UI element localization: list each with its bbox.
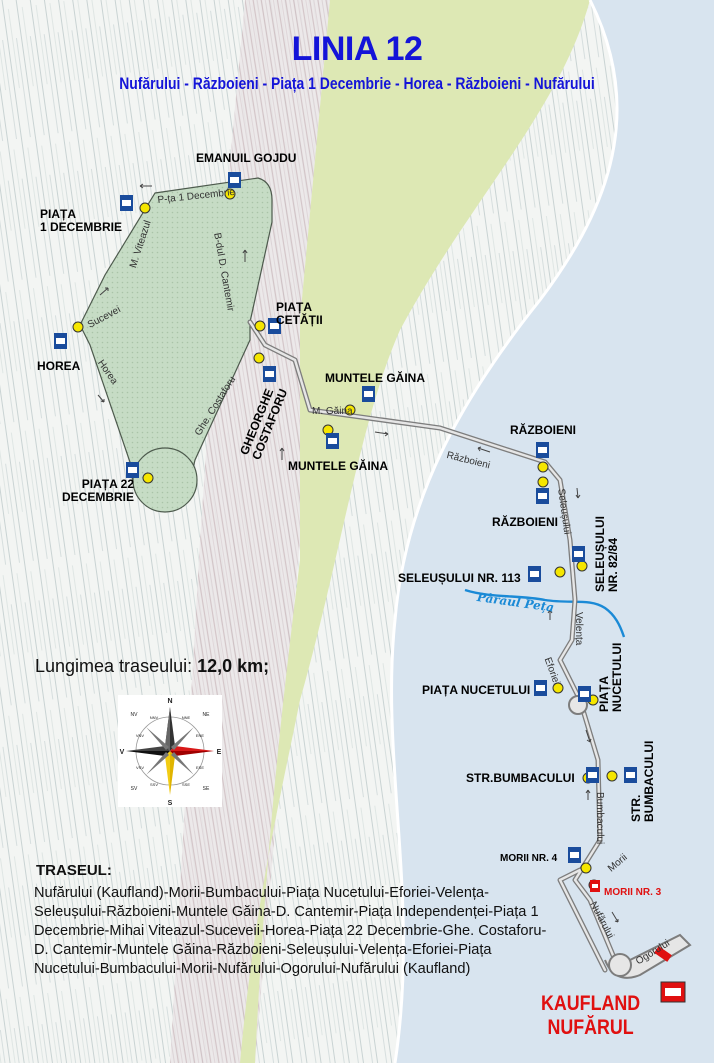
compass-rose: N S E V NV NE SV SE NNV NNE VNV ENE VSV … — [118, 695, 222, 807]
bus-stop-sign-icon — [228, 172, 241, 188]
stop-marker — [606, 770, 618, 782]
bus-stop-sign-icon — [263, 366, 276, 382]
bus-stop-signs — [54, 172, 637, 863]
route-length-label: Lungimea traseului: — [35, 656, 193, 676]
nufarului-roundabout — [608, 953, 632, 977]
stop-marker — [254, 320, 266, 332]
stop-marker — [224, 188, 236, 200]
stop-label-seleusului-113: SELEUȘULUI NR. 113 — [398, 571, 521, 585]
stop-label-muntele-gaina-south: MUNTELE GĂINA — [288, 459, 388, 473]
street-velenta: Velența — [573, 612, 584, 646]
stop-marker — [576, 560, 588, 572]
stop-marker — [537, 461, 549, 473]
stop-label-piata-cetatii: PIAȚA CETĂȚII — [276, 300, 323, 327]
stop-marker — [554, 566, 566, 578]
bus-stop-sign-icon — [268, 318, 281, 334]
piata-22-decembrie-roundabout — [132, 447, 198, 513]
hill-area — [240, 0, 590, 1063]
river-plain — [391, 0, 714, 1063]
bus-stop-sign-icon — [126, 462, 139, 478]
stop-label-piata-nucetului-east: PIAȚA NUCETULUI — [597, 642, 624, 712]
stop-marker — [139, 202, 151, 214]
stop-label-morii-3: MORII NR. 3 — [604, 887, 662, 898]
stop-label-piata-nucetului-west: PIAȚA NUCETULUI — [422, 683, 531, 697]
compass-nnv-label: NNV — [150, 715, 159, 720]
compass-se-label: SE — [203, 786, 210, 792]
compass-s-label: S — [168, 800, 173, 807]
stop-marker — [580, 862, 592, 874]
stop-marker — [72, 321, 84, 333]
paraul-peta — [464, 588, 626, 638]
compass-v-label: V — [120, 749, 125, 756]
street-bumbacului: Bumbacului — [594, 792, 605, 845]
bus-stop-sign-icon — [536, 442, 549, 458]
bus-stop-sign-icon — [536, 488, 549, 504]
compass-nv-label: NV — [131, 712, 139, 718]
route-line-inner — [248, 320, 617, 972]
bus-stop-sign-icon — [528, 566, 541, 582]
compass-nne-label: NNE — [182, 715, 191, 720]
bus-stop-sign-icon — [534, 680, 547, 696]
bus-stop-sign-icon — [578, 686, 591, 702]
route-description: Nufărului (Kaufland)-Morii-Bumbacului-Pi… — [34, 885, 547, 977]
route-length-value: 12,0 km; — [197, 656, 270, 676]
compass-sv-label: SV — [131, 786, 138, 792]
stop-label-piata-22-decembrie: PIAȚA 22 DECEMBRIE — [62, 477, 135, 504]
compass-vnv-label: VNV — [136, 733, 145, 738]
kaufland-sign-icon — [660, 981, 686, 1003]
stop-marker — [537, 476, 549, 488]
terminus-label-kaufland-nufarul: KAUFLAND NUFĂRUL — [541, 992, 641, 1039]
bus-stop-sign-icon — [120, 195, 133, 211]
stop-label-horea: HOREA — [37, 359, 81, 373]
route-length: Lungimea traseului: 12,0 km; — [35, 656, 269, 677]
route-heading: TRASEUL: — [36, 862, 112, 879]
compass-ese-label: ESE — [196, 765, 204, 770]
morii-3-sign-icon — [590, 880, 600, 892]
stop-marker — [142, 472, 154, 484]
stop-label-emanuil-gojdu: EMANUIL GOJDU — [196, 151, 297, 165]
stop-label-piata-1-decembrie: PIAȚA 1 DECEMBRIE — [40, 207, 123, 234]
stop-label-seleusului-82-84: SELEUȘULUI NR. 82/84 — [593, 515, 620, 592]
terminus-flag-icon — [654, 946, 672, 962]
street-m-gaina: M. Găina — [312, 406, 353, 417]
river-plain-edge — [390, 0, 619, 1063]
bus-stop-sign-icon — [572, 546, 585, 562]
compass-vsv-label: VSV — [136, 765, 144, 770]
stop-marker — [253, 352, 265, 364]
stop-label-razboieni-south: RĂZBOIENI — [492, 515, 558, 529]
compass-ene-label: ENE — [196, 733, 205, 738]
bus-stop-sign-icon — [568, 847, 581, 863]
stop-label-str-bumbacului-west: STR.BUMBACULUI — [466, 771, 575, 785]
stop-label-muntele-gaina-north: MUNTELE GĂINA — [325, 371, 425, 385]
compass-n-label: N — [167, 698, 172, 705]
stop-marker — [552, 682, 564, 694]
bus-stop-sign-icon — [586, 767, 599, 783]
stop-label-str-bumbacului-east: STR. BUMBACULUI — [629, 740, 656, 822]
bus-stop-sign-icon — [624, 767, 637, 783]
compass-ssv-label: SSV — [150, 782, 158, 787]
bus-stop-sign-icon — [362, 386, 375, 402]
direction-arrows — [97, 183, 619, 923]
compass-e-label: E — [217, 749, 222, 756]
bus-stop-sign-icon — [54, 333, 67, 349]
stop-label-razboieni-north: RĂZBOIENI — [510, 423, 576, 437]
compass-ne-label: NE — [203, 712, 211, 718]
bus-stop-sign-icon — [326, 433, 339, 449]
stop-marker — [344, 404, 356, 416]
map-subtitle: Nufărului - Războieni - Piața 1 Decembri… — [119, 74, 595, 93]
compass-sse-label: SSE — [182, 782, 190, 787]
map-title: LINIA 12 — [291, 30, 423, 68]
stop-label-morii-4: MORII NR. 4 — [500, 853, 558, 864]
